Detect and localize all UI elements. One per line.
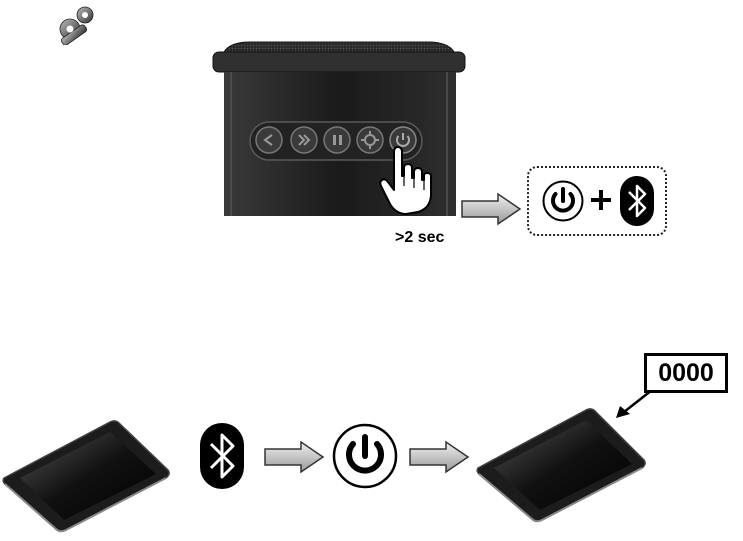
play-pause-button[interactable] bbox=[289, 125, 319, 155]
bluetooth-icon bbox=[619, 175, 655, 227]
pin-pointer-arrow bbox=[614, 388, 654, 420]
tablet-device bbox=[2, 418, 172, 534]
pin-code-text: 0000 bbox=[658, 358, 714, 387]
previous-button[interactable] bbox=[254, 125, 284, 155]
press-duration-label: >2 sec bbox=[395, 229, 445, 246]
bluetooth-icon bbox=[199, 422, 245, 490]
plus-sign bbox=[588, 187, 614, 213]
arrow-right-icon bbox=[408, 440, 470, 474]
power-icon bbox=[542, 180, 584, 222]
pressing-hand-icon bbox=[378, 146, 440, 216]
tablet-device bbox=[476, 406, 648, 524]
mode-button[interactable] bbox=[355, 125, 385, 155]
next-button[interactable] bbox=[322, 125, 352, 155]
settings-gears-icon bbox=[52, 3, 100, 45]
power-icon bbox=[332, 423, 398, 489]
arrow-right-icon bbox=[460, 192, 522, 226]
pin-code-box: 0000 bbox=[644, 353, 728, 393]
arrow-right-icon bbox=[263, 440, 325, 474]
